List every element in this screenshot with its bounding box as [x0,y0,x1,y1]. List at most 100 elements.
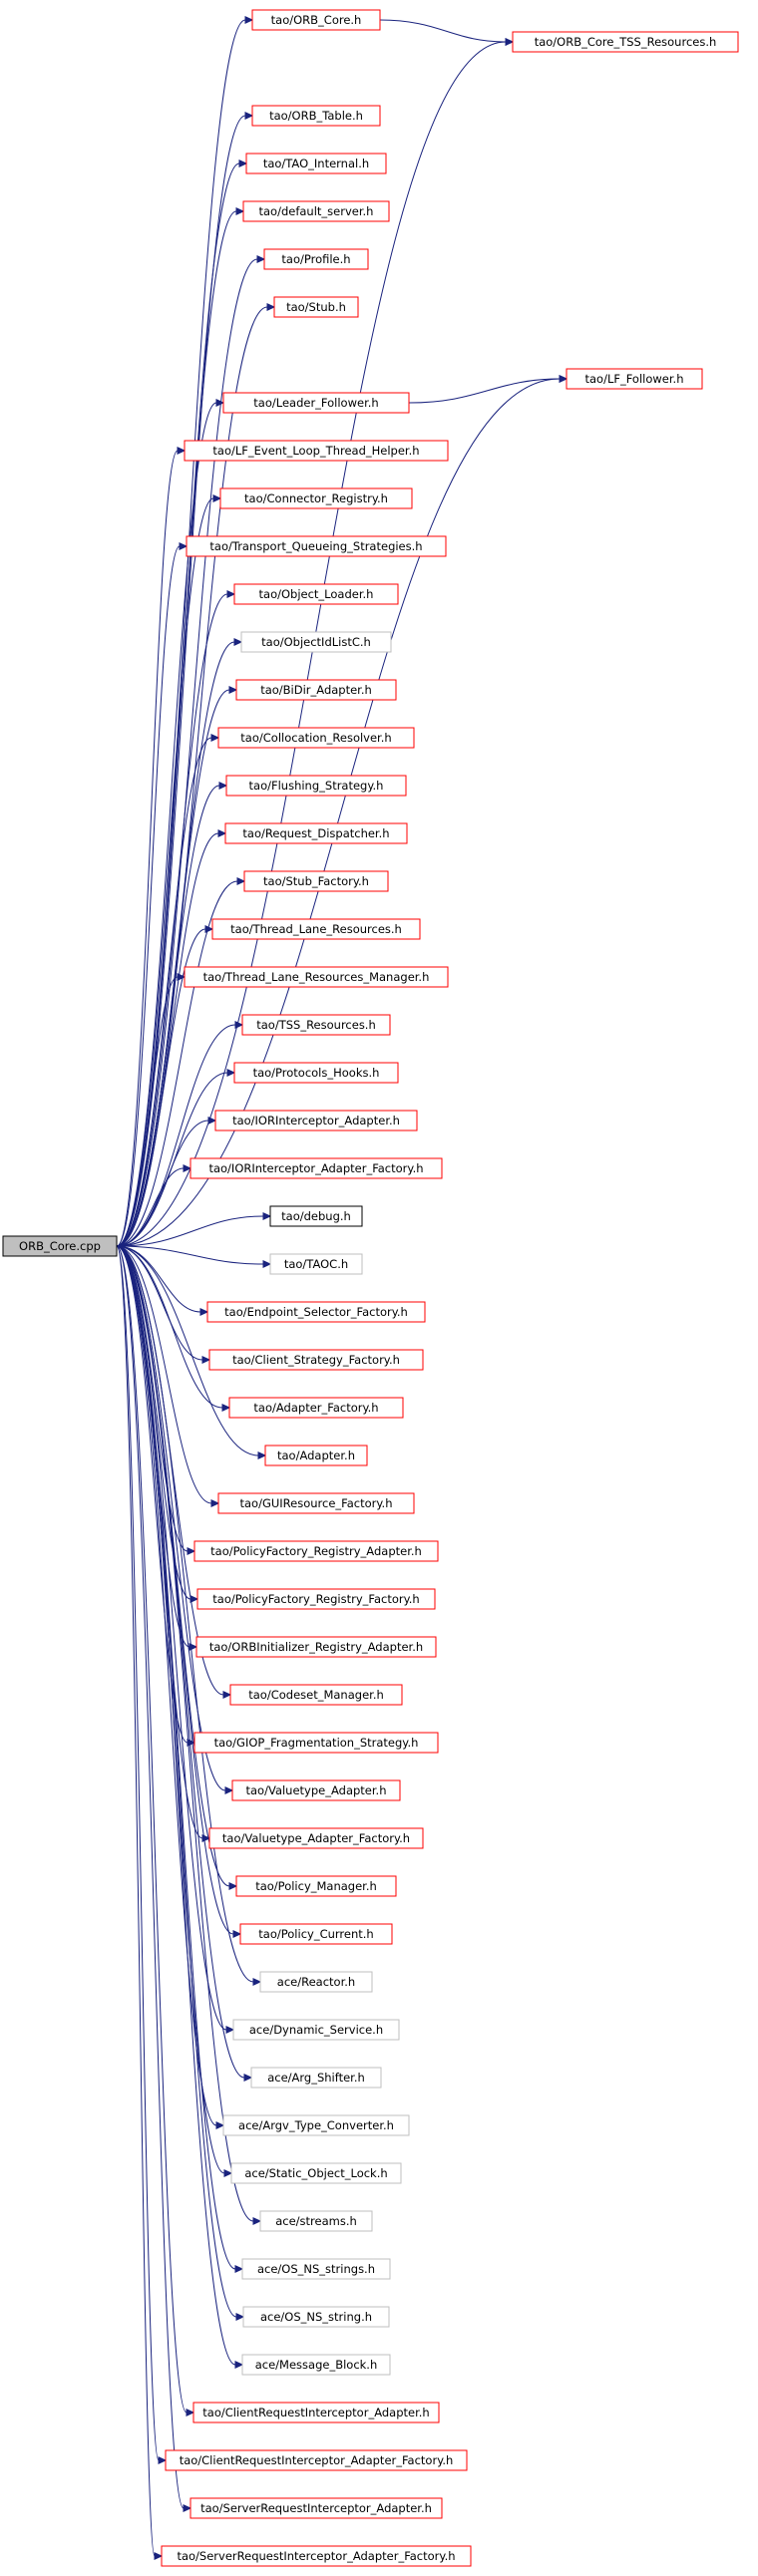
include-file-node[interactable]: tao/Transport_Queueing_Strategies.h [186,535,447,557]
include-file-node[interactable]: tao/Object_Loader.h [233,583,399,605]
node-label: tao/Client_Strategy_Factory.h [232,1353,400,1367]
include-file-node[interactable]: tao/ServerRequestInterceptor_Adapter.h [190,2497,443,2519]
node-box [233,583,399,605]
include-file-node[interactable]: tao/ORB_Core.h [251,9,381,31]
node-box [195,1636,437,1658]
node-box [239,1923,393,1945]
arrowhead-icon [235,207,245,215]
include-file-node[interactable]: tao/Protocols_Hooks.h [233,1062,399,1084]
node-box [229,1684,403,1706]
include-file-node[interactable]: tao/GIOP_Fragmentation_Strategy.h [193,1732,439,1754]
include-file-node[interactable]: tao/ClientRequestInterceptor_Adapter_Fac… [165,2449,468,2471]
include-file-node[interactable]: tao/ORB_Table.h [251,105,381,127]
include-file-node[interactable]: tao/ORBInitializer_Registry_Adapter.h [195,1636,437,1658]
include-file-node[interactable]: tao/TSS_Resources.h [241,1014,391,1036]
include-file-node[interactable]: tao/Stub_Factory.h [243,870,389,892]
node-label: tao/IORInterceptor_Adapter.h [232,1114,400,1127]
node-box [2,1235,118,1257]
include-file-node[interactable]: tao/ORB_Core_TSS_Resources.h [512,31,739,53]
include-file-node[interactable]: tao/PolicyFactory_Registry_Factory.h [196,1588,436,1610]
include-file-node[interactable]: tao/debug.h [269,1205,363,1227]
include-file-node[interactable]: tao/LF_Follower.h [566,368,703,390]
arrowhead-icon [187,1547,196,1555]
arrowhead-icon [215,2121,225,2129]
node-box [196,1588,436,1610]
dependency-edge [116,1167,185,1247]
dependency-edge [116,785,220,1247]
node-label: tao/Protocols_Hooks.h [253,1066,380,1080]
arrowhead-icon [256,255,266,263]
dependency-edge [379,19,507,43]
include-file-node[interactable]: tao/TAO_Internal.h [245,153,387,174]
node-label: tao/LF_Event_Loop_Thread_Helper.h [212,444,419,458]
dependency-edge [116,1245,236,2366]
node-box [263,248,369,270]
root-file-node[interactable]: ORB_Core.cpp [2,1235,118,1257]
arrowhead-icon [252,1978,262,1986]
node-label: tao/Policy_Manager.h [255,1879,377,1893]
node-label: tao/default_server.h [259,204,374,218]
include-file-node[interactable]: tao/Policy_Current.h [239,1923,393,1945]
include-file-node[interactable]: tao/LF_Event_Loop_Thread_Helper.h [184,440,449,462]
include-file-node[interactable]: tao/Connector_Registry.h [219,487,413,509]
arrowhead-icon [210,1499,220,1507]
node-label: tao/Connector_Registry.h [244,491,388,505]
arrowhead-icon [158,2456,168,2464]
include-file-node[interactable]: tao/ClientRequestInterceptor_Adapter.h [192,2402,440,2423]
include-file-node[interactable]: tao/IORInterceptor_Adapter.h [214,1110,418,1131]
include-file-node[interactable]: tao/Client_Strategy_Factory.h [208,1349,424,1371]
node-box [241,1014,391,1036]
include-file-node[interactable]: tao/IORInterceptor_Adapter_Factory.h [190,1157,443,1179]
node-label: tao/Profile.h [281,252,350,266]
include-file-node[interactable]: tao/Flushing_Strategy.h [225,775,407,797]
arrowhead-icon [505,38,515,46]
node-label: ace/OS_NS_strings.h [257,2262,375,2276]
node-label: tao/TAO_Internal.h [263,157,369,170]
node-box [217,1492,415,1514]
include-file-node[interactable]: tao/PolicyFactory_Registry_Adapter.h [193,1540,439,1562]
node-label: tao/ClientRequestInterceptor_Adapter.h [202,2406,429,2419]
include-file-node[interactable]: tao/Adapter.h [264,1445,368,1466]
node-label: tao/Codeset_Manager.h [248,1688,384,1702]
node-box [512,31,739,53]
arrowhead-icon [204,925,214,933]
include-file-node[interactable]: tao/BiDir_Adapter.h [235,679,397,701]
node-label: tao/ClientRequestInterceptor_Adapter_Fac… [180,2453,454,2467]
arrowhead-icon [228,1882,238,1890]
include-file-node[interactable]: tao/Leader_Follower.h [222,392,410,414]
include-file-node[interactable]: tao/Codeset_Manager.h [229,1684,403,1706]
include-file-node[interactable]: tao/Valuetype_Adapter_Factory.h [208,1827,424,1849]
arrowhead-icon [201,1356,211,1364]
edge-layer [116,16,568,2560]
include-file-node[interactable]: tao/ServerRequestInterceptor_Adapter_Fac… [161,2545,472,2567]
arrowhead-icon [228,686,238,694]
node-box [264,1445,368,1466]
arrowhead-icon [223,2169,233,2177]
include-file-node[interactable]: tao/Request_Dispatcher.h [224,822,408,844]
include-file-node[interactable]: tao/Thread_Lane_Resources.h [211,918,421,940]
include-file-node[interactable]: tao/default_server.h [242,200,390,222]
arrowhead-icon [243,2074,253,2082]
include-file-node[interactable]: tao/Profile.h [263,248,369,270]
include-file-node[interactable]: tao/Collocation_Resolver.h [217,727,415,749]
node-label: tao/ServerRequestInterceptor_Adapter_Fac… [177,2549,455,2563]
node-box [250,2067,382,2089]
node-box [214,1110,418,1131]
node-label: tao/GUIResource_Factory.h [240,1496,393,1510]
include-file-node[interactable]: tao/Adapter_Factory.h [228,1397,404,1419]
include-file-node[interactable]: tao/Policy_Manager.h [235,1875,397,1897]
include-file-node: ace/Dynamic_Service.h [232,2019,400,2041]
include-file-node[interactable]: tao/Endpoint_Selector_Factory.h [206,1301,426,1323]
dependency-edge [116,1245,217,2126]
node-label: tao/TSS_Resources.h [256,1018,376,1032]
node-box [259,2210,373,2232]
include-file-node[interactable]: tao/GUIResource_Factory.h [217,1492,415,1514]
node-box [242,2306,390,2328]
node-label: tao/PolicyFactory_Registry_Factory.h [212,1592,419,1606]
node-label: tao/Object_Loader.h [259,587,374,601]
include-file-node[interactable]: tao/Thread_Lane_Resources_Manager.h [184,966,449,988]
include-file-node[interactable]: tao/Valuetype_Adapter.h [231,1779,401,1801]
node-box [233,1062,399,1084]
include-file-node[interactable]: tao/Stub.h [273,296,359,318]
node-label: tao/Collocation_Resolver.h [240,731,391,745]
